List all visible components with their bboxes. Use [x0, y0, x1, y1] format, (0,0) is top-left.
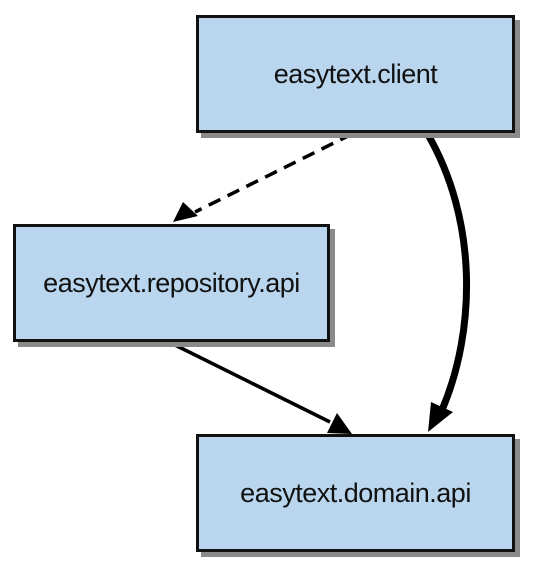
- edge-client-to-repository: [194, 132, 353, 214]
- arrowhead-repository-to-domain: [327, 413, 352, 434]
- arrowhead-client-to-repository: [173, 202, 198, 222]
- edge-client-to-domain: [423, 129, 471, 414]
- node-easytext-client: easytext.client: [196, 15, 515, 133]
- node-label: easytext.client: [273, 58, 438, 89]
- node-easytext-repository-api: easytext.repository.api: [13, 224, 330, 342]
- edge-repository-to-domain: [172, 342, 331, 424]
- node-easytext-domain-api: easytext.domain.api: [196, 434, 515, 552]
- node-label: easytext.domain.api: [240, 477, 471, 508]
- arrowhead-client-to-domain: [428, 402, 453, 432]
- node-label: easytext.repository.api: [43, 267, 300, 298]
